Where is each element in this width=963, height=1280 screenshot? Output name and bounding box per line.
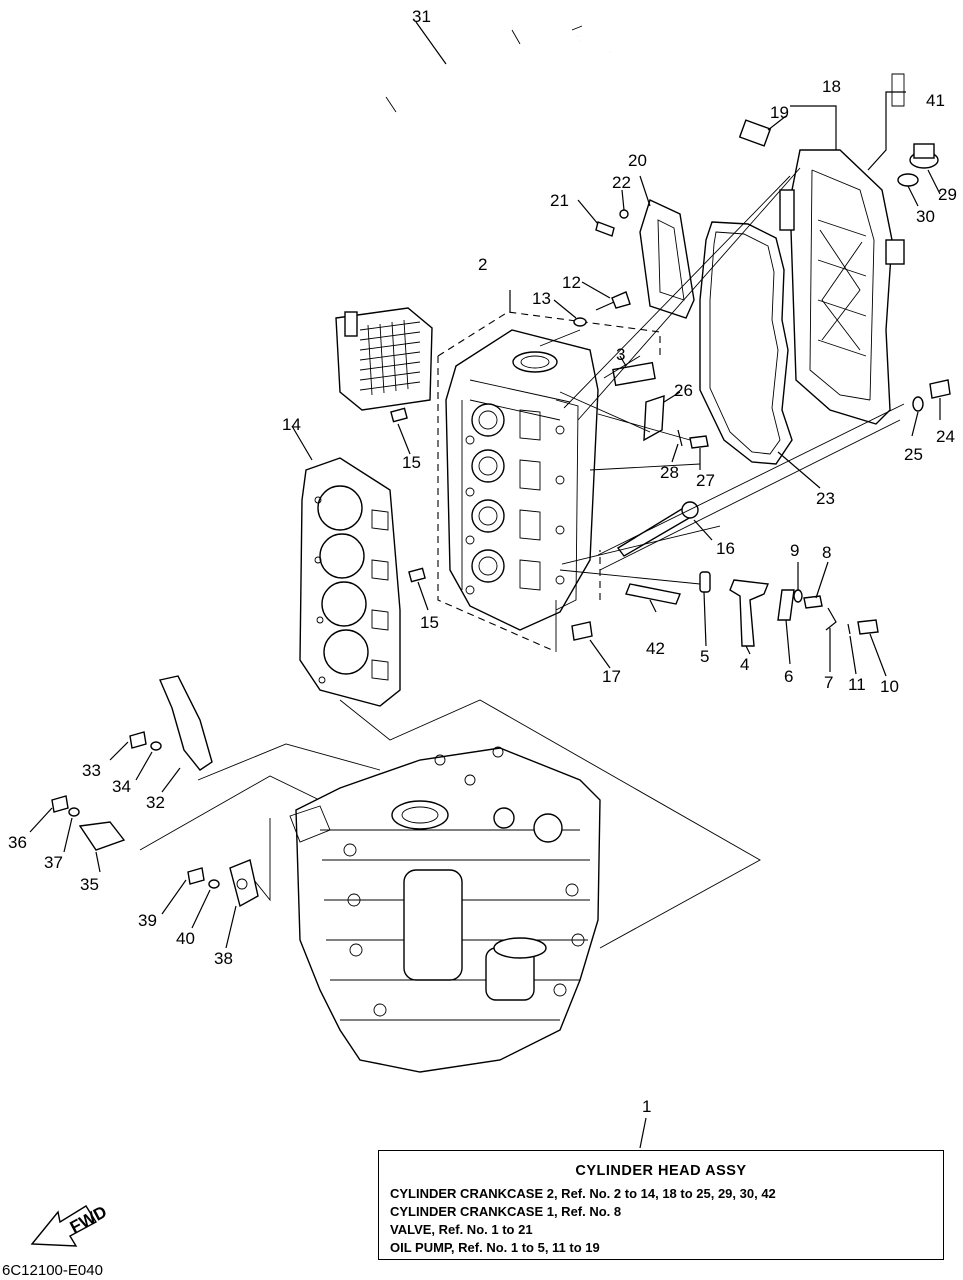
- callout-17: 17: [602, 667, 621, 686]
- callout-20: 20: [628, 151, 647, 170]
- cylinder-head-2: [437, 311, 661, 651]
- callout-labels: 31 18 19 41 20 22 21 29 30 2 12 13 3 26 …: [8, 7, 957, 1116]
- callout-5: 5: [700, 647, 709, 666]
- head-gasket-14: [299, 457, 401, 707]
- callout-29: 29: [938, 185, 957, 204]
- legend-line: CYLINDER CRANKCASE 1, Ref. No. 8: [390, 1204, 622, 1219]
- callout-15-upper: 15: [402, 453, 421, 472]
- callout-27: 27: [696, 471, 715, 490]
- left-leader-lines: [29, 741, 237, 949]
- callout-39: 39: [138, 911, 157, 930]
- callout-1: 1: [642, 1097, 651, 1116]
- callout-28: 28: [660, 463, 679, 482]
- callout-6: 6: [784, 667, 793, 686]
- leader-18: [790, 105, 837, 150]
- callout-14: 14: [282, 415, 301, 434]
- leader-20: [639, 175, 651, 207]
- callout-16: 16: [716, 539, 735, 558]
- callout-18: 18: [822, 77, 841, 96]
- leader-lines: [397, 21, 941, 1149]
- callout-19: 19: [770, 103, 789, 122]
- callout-9: 9: [790, 541, 799, 560]
- callout-33: 33: [82, 761, 101, 780]
- diagram-code: 6C12100-E040: [2, 1262, 103, 1279]
- leader-14: [291, 425, 313, 461]
- callout-2: 2: [478, 255, 487, 274]
- callout-36: 36: [8, 833, 27, 852]
- callout-23: 23: [816, 489, 835, 508]
- callout-4: 4: [740, 655, 749, 674]
- legend-box: CYLINDER HEAD ASSY CYLINDER CRANKCASE 2,…: [378, 1150, 944, 1260]
- callout-12: 12: [562, 273, 581, 292]
- fwd-arrow-icon: [30, 1205, 97, 1247]
- left-side-parts: [51, 675, 259, 908]
- callout-42: 42: [646, 639, 665, 658]
- callout-8: 8: [822, 543, 831, 562]
- small-parts: [390, 119, 951, 647]
- legend-line: CYLINDER CRANKCASE 2, Ref. No. 2 to 14, …: [390, 1186, 776, 1201]
- oil-separator: [335, 307, 433, 411]
- breather-hose-31: [341, 12, 612, 318]
- leader-41: [891, 73, 905, 107]
- assembly-connector-lines: [139, 167, 905, 949]
- legend-line: OIL PUMP, Ref. No. 1 to 5, 11 to 19: [390, 1240, 600, 1255]
- callout-7: 7: [824, 673, 833, 692]
- callout-40: 40: [176, 929, 195, 948]
- callout-11: 11: [848, 675, 866, 694]
- callout-34: 34: [112, 777, 131, 796]
- legend-title: CYLINDER HEAD ASSY: [575, 1163, 747, 1179]
- callout-10: 10: [880, 677, 899, 696]
- callout-32: 32: [146, 793, 165, 812]
- callout-26: 26: [674, 381, 693, 400]
- plate-20: [639, 199, 695, 319]
- callout-13: 13: [532, 289, 551, 308]
- cover-gasket-23: [699, 221, 793, 465]
- callout-21: 21: [550, 191, 569, 210]
- callout-24: 24: [936, 427, 955, 446]
- callout-30: 30: [916, 207, 935, 226]
- callout-22: 22: [612, 173, 631, 192]
- callout-37: 37: [44, 853, 63, 872]
- callout-31: 31: [412, 7, 431, 26]
- legend-line: VALVE, Ref. No. 1 to 21: [390, 1222, 533, 1237]
- callout-3: 3: [616, 345, 625, 364]
- fwd-label: FWD: [67, 1202, 110, 1237]
- callout-41: 41: [926, 91, 945, 110]
- callout-15-lower: 15: [420, 613, 439, 632]
- callout-25: 25: [904, 445, 923, 464]
- head-cover-18: [779, 149, 905, 425]
- callout-38: 38: [214, 949, 233, 968]
- callout-35: 35: [80, 875, 99, 894]
- cylinder-crankcase-block: [289, 746, 601, 1073]
